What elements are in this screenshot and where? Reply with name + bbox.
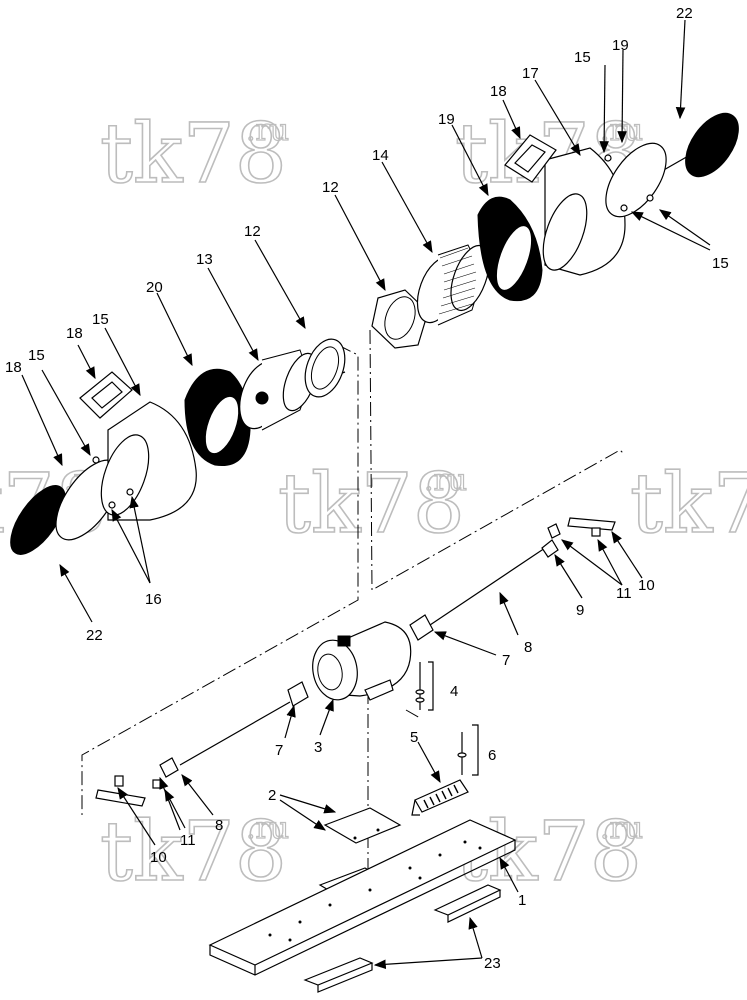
callout-22: 22 [86, 627, 103, 644]
svg-text:tk78: tk78 [100, 805, 287, 900]
callout-8: 8 [215, 817, 223, 834]
svg-text:.ru: .ru [600, 811, 643, 846]
support-bracket-23 [303, 957, 374, 986]
base-plates [208, 807, 517, 993]
nut-15 [108, 501, 116, 509]
callout-13: 13 [196, 251, 213, 268]
gasket-disc-right [605, 142, 667, 218]
callout-2: 2 [268, 787, 276, 804]
leader-lines [21, 19, 711, 970]
svg-text:tk78: tk78 [630, 457, 747, 552]
bearing-block-upper [547, 523, 561, 539]
callout-19: 18 [5, 359, 22, 376]
outlet-flange-inner-left [91, 381, 123, 409]
callout-9: 9 [576, 602, 584, 619]
callout-1: 1 [518, 892, 526, 909]
terminal-box [337, 635, 351, 647]
drive-shaft-upper [429, 547, 546, 626]
callout-5: 5 [410, 729, 418, 746]
callout-15: 15 [28, 347, 45, 364]
callout-15: 15 [712, 255, 729, 272]
watermark: tk78 .ru [99, 106, 290, 203]
callout-12: 12 [244, 223, 261, 240]
drive-shaft-lower [179, 701, 291, 766]
callout-10: 10 [150, 849, 167, 866]
svg-text:.ru: .ru [246, 113, 289, 148]
callout-3: 3 [314, 739, 322, 756]
bearing-upper [541, 539, 559, 558]
nut-15 [620, 204, 628, 212]
callout-22: 22 [676, 5, 693, 22]
bracket-upper [567, 517, 616, 531]
housing-opening-right [542, 193, 588, 271]
callout-18: 18 [490, 83, 507, 100]
callout-19: 19 [612, 37, 629, 54]
coupling-lower [287, 681, 309, 707]
callout-15: 16 [145, 591, 162, 608]
callout-10: 10 [638, 577, 655, 594]
callout-23: 23 [484, 955, 501, 972]
clip-11 [114, 775, 124, 787]
callout-6: 6 [488, 747, 496, 764]
callout-15: 15 [574, 49, 591, 66]
callout-labels: 22 19 15 17 18 19 15 14 12 12 13 20 15 1… [5, 5, 729, 972]
motor-mount-foot [364, 679, 394, 701]
callout-14: 14 [372, 147, 389, 164]
watermark: tk78 .ru [99, 804, 290, 901]
callout-7: 7 [502, 652, 510, 669]
housing-opening-left [100, 434, 150, 516]
nut-15 [646, 194, 654, 202]
watermark: tk78 [629, 456, 747, 553]
left-blower-assembly [10, 338, 346, 555]
svg-text:.ru: .ru [246, 811, 289, 846]
clip-11 [591, 527, 601, 537]
svg-text:.ru: .ru [424, 463, 467, 498]
mounting-plate-upper [323, 807, 402, 844]
end-cap-right [685, 112, 739, 178]
callout-16: 15 [92, 311, 109, 328]
nut-15 [126, 488, 134, 496]
coupling-upper [409, 614, 434, 641]
callout-18: 18 [66, 325, 83, 342]
clip-11 [152, 779, 162, 789]
nut-15 [604, 154, 612, 162]
motor-assembly [95, 517, 616, 816]
callout-7: 7 [275, 742, 283, 759]
callout-20: 19 [438, 111, 455, 128]
svg-text:tk78: tk78 [100, 107, 287, 202]
right-blower-assembly [371, 112, 739, 349]
bearing-lower [159, 757, 179, 778]
callout-12: 12 [322, 179, 339, 196]
outlet-flange-inner-right [514, 144, 546, 173]
callout-21: 20 [146, 279, 163, 296]
callout-8: 8 [524, 639, 532, 656]
end-cap-left [10, 485, 66, 555]
callout-11: 11 [616, 585, 632, 602]
callout-11: 11 [180, 832, 196, 849]
watermark: tk78 .ru [277, 456, 468, 553]
callout-17: 17 [522, 65, 539, 82]
nut-15 [92, 456, 100, 464]
callout-4: 4 [450, 683, 458, 700]
